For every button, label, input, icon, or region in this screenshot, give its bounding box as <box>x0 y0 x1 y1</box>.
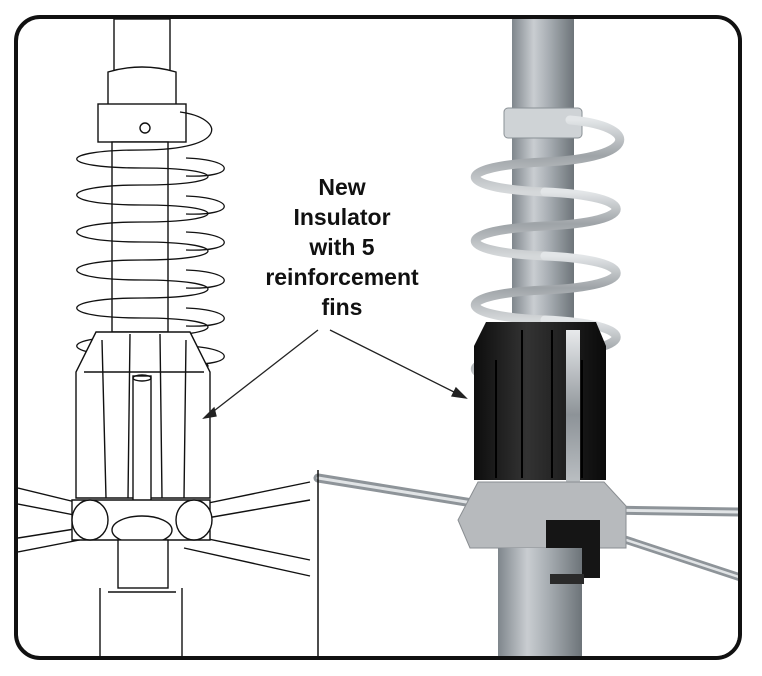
steel-coil <box>471 115 625 389</box>
callout-arrows <box>202 329 468 419</box>
callout-line: with 5 <box>309 234 375 260</box>
callout-label: New Insulator with 5 reinforcement fins <box>232 172 452 322</box>
callout-line: fins <box>321 294 363 320</box>
line-drawing <box>18 19 311 656</box>
callout-line: reinforcement <box>265 264 419 290</box>
black-insulator <box>474 322 606 480</box>
antenna-photo <box>313 19 738 656</box>
callout-line: Insulator <box>293 204 391 230</box>
coil-drawing <box>76 111 225 377</box>
callout-line: New <box>318 174 366 200</box>
